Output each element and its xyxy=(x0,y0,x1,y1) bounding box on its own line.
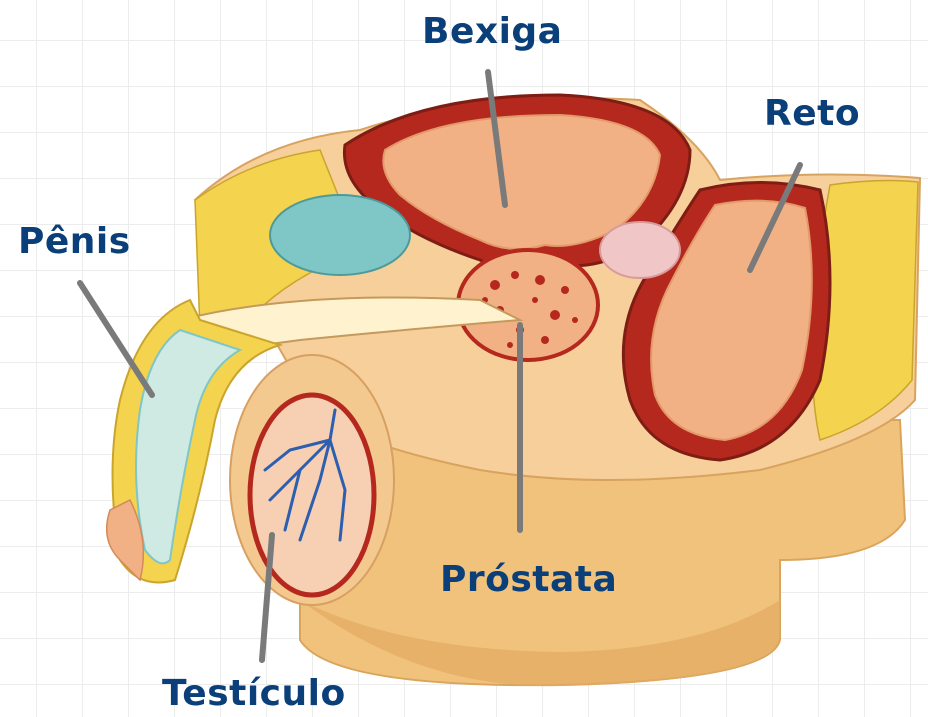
label-penis: Pênis xyxy=(18,224,131,260)
label-bladder: Bexiga xyxy=(422,14,562,50)
leader-penis xyxy=(80,283,152,395)
seminal-vesicle xyxy=(600,222,680,278)
label-testicle: Testículo xyxy=(162,676,346,712)
label-prostate: Próstata xyxy=(440,562,617,598)
pubic-symphysis xyxy=(270,195,410,275)
label-rectum: Reto xyxy=(764,96,860,132)
